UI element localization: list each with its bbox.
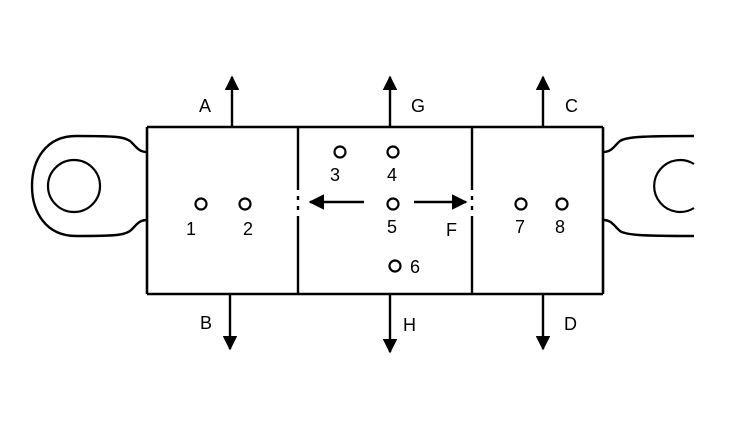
point-4-label: 4: [387, 165, 397, 185]
right-lug-hole: [653, 158, 695, 214]
point-7-dot: [514, 197, 528, 211]
right-lug: [602, 134, 695, 238]
label-b: B: [200, 313, 212, 333]
point-3-dot: [333, 145, 347, 159]
label-a: A: [199, 96, 211, 116]
label-g: G: [411, 96, 425, 116]
point-7-label: 7: [515, 217, 525, 237]
point-2-dot: [238, 197, 252, 211]
label-h: H: [403, 315, 416, 335]
point-6-label: 6: [410, 257, 420, 277]
label-c: C: [565, 96, 578, 116]
label-d: D: [564, 314, 577, 334]
point-1-label: 1: [186, 219, 196, 239]
point-3-label: 3: [330, 165, 340, 185]
point-6-dot: [388, 259, 402, 273]
point-5-label: 5: [387, 217, 397, 237]
point-4-dot: [386, 145, 400, 159]
point-1-dot: [194, 197, 208, 211]
left-lug-hole: [46, 158, 102, 214]
point-2-label: 2: [243, 219, 253, 239]
label-f: F: [446, 220, 457, 240]
specimen-body: [145, 125, 605, 296]
left-lug: [30, 134, 148, 238]
point-8-dot: [555, 197, 569, 211]
point-8-label: 8: [555, 217, 565, 237]
point-5-dot: [386, 197, 400, 211]
